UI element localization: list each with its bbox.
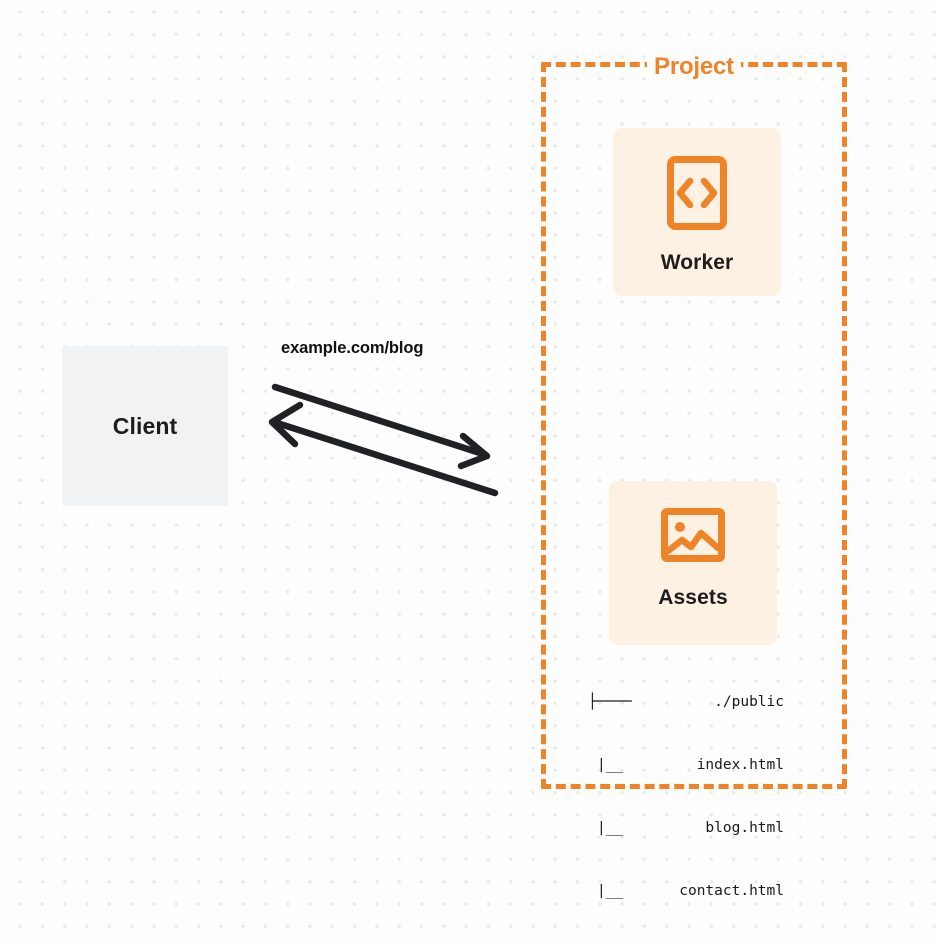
code-brackets-icon bbox=[666, 155, 728, 236]
tree-branch-glyph: |__ bbox=[597, 820, 624, 836]
worker-node[interactable]: Worker bbox=[613, 128, 781, 296]
assets-node[interactable]: Assets bbox=[609, 481, 777, 645]
image-icon bbox=[660, 507, 726, 568]
file-tree-row: |__ contact.html bbox=[588, 881, 784, 902]
client-node-label: Client bbox=[112, 412, 178, 439]
tree-branch-glyph: |__ bbox=[597, 883, 624, 899]
file-tree-row: |__ index.html bbox=[588, 755, 784, 776]
project-group-label: Project bbox=[647, 53, 741, 81]
tree-entry-name: ./public bbox=[714, 694, 784, 710]
edge-label-url: example.com/blog bbox=[281, 339, 424, 357]
asset-file-tree: ├──── ./public |__ index.html |__ blog.h… bbox=[588, 650, 784, 944]
project-group-boundary: Project bbox=[541, 53, 847, 789]
tree-entry-name: contact.html bbox=[679, 883, 784, 899]
tree-entry-name: blog.html bbox=[705, 820, 784, 836]
response-arrow bbox=[268, 401, 499, 497]
tree-branch-glyph: ├──── bbox=[588, 694, 632, 710]
request-arrow bbox=[271, 383, 491, 470]
assets-node-label: Assets bbox=[658, 586, 728, 609]
file-tree-row: ├──── ./public bbox=[588, 692, 784, 713]
worker-node-label: Worker bbox=[660, 251, 734, 274]
tree-entry-name: index.html bbox=[696, 757, 784, 773]
file-tree-row: |__ blog.html bbox=[588, 818, 784, 839]
tree-branch-glyph: |__ bbox=[597, 757, 624, 773]
client-node[interactable]: Client bbox=[62, 346, 228, 506]
diagram-canvas: Client example.com/blog Project Worker bbox=[62, 53, 847, 899]
